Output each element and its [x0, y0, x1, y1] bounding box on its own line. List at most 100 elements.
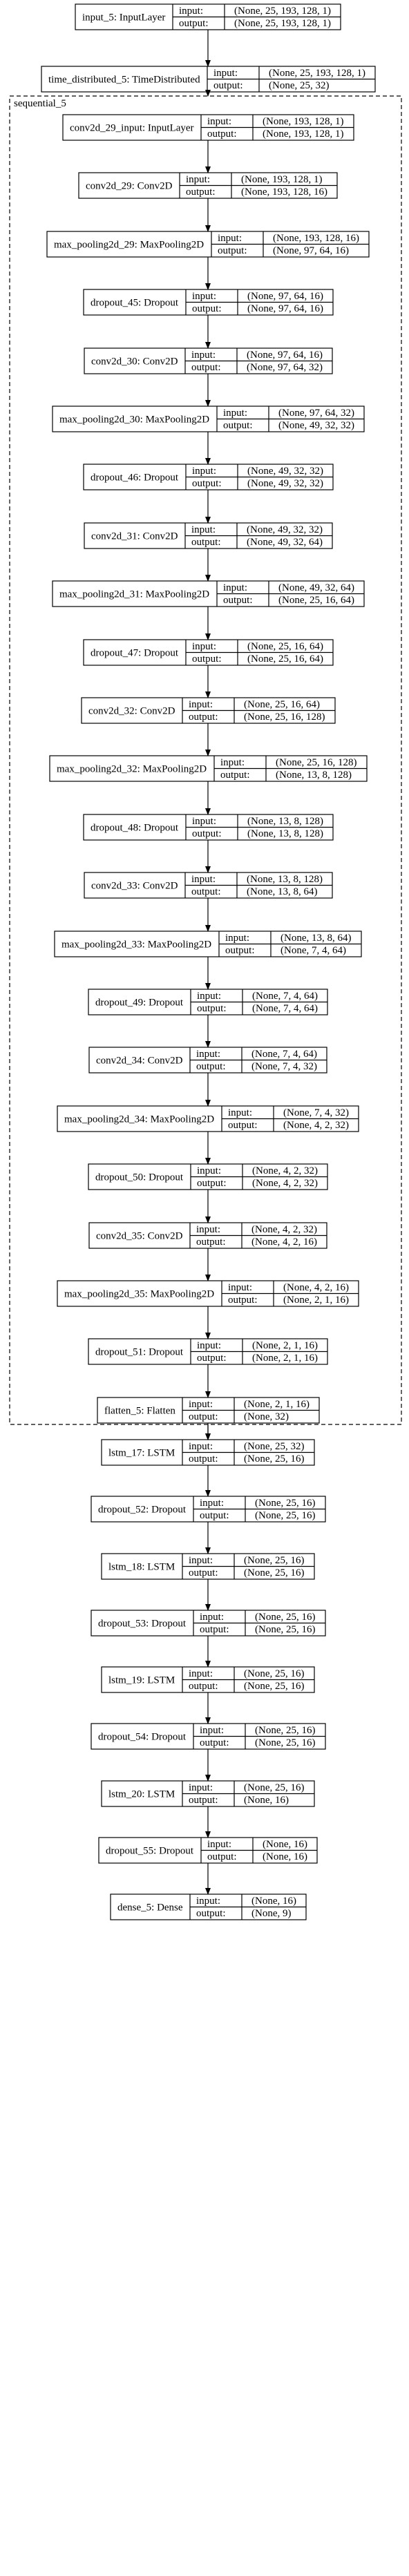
layer-name: flatten_5: Flatten — [104, 1406, 175, 1417]
port-output-label: output: — [189, 1411, 218, 1422]
port-input-label: input: — [213, 68, 238, 79]
port-output-label: output: — [191, 886, 221, 897]
port-output-label: output: — [191, 362, 221, 373]
layer-name: dropout_55: Dropout — [106, 1846, 194, 1857]
layer-name: conv2d_31: Conv2D — [91, 531, 178, 542]
port-output-label: output: — [200, 1624, 229, 1635]
input-shape: (None, 97, 64, 16) — [247, 350, 323, 361]
port-output-label: output: — [186, 187, 216, 198]
layer-node: conv2d_33: Conv2D input:output: (None, 13,… — [84, 872, 333, 899]
input-shape: (None, 49, 32, 32) — [247, 466, 323, 477]
port-output-label: output: — [192, 303, 222, 314]
layer-name: conv2d_34: Conv2D — [96, 1056, 183, 1067]
layer-name: dropout_47: Dropout — [91, 648, 179, 659]
input-shape: (None, 13, 8, 64) — [280, 933, 351, 944]
port-input-label: input: — [196, 1224, 220, 1235]
layer-node: max_pooling2d_32: MaxPooling2Dinput:outp… — [49, 755, 368, 782]
port-input-label: input: — [200, 1612, 224, 1623]
output-shape: (None, 7, 4, 64) — [280, 945, 346, 956]
output-shape: (None, 97, 64, 16) — [273, 245, 349, 256]
layer-node: time_distributed_5: TimeDistributed input… — [41, 66, 376, 93]
input-shape: (None, 4, 2, 32) — [252, 1165, 318, 1176]
port-input-label: input: — [179, 6, 203, 17]
layer-name: conv2d_33: Conv2D — [91, 881, 178, 892]
input-shape: (None, 13, 8, 128) — [247, 874, 323, 885]
port-output-label: output: — [207, 128, 237, 140]
port-input-label: input: — [223, 582, 247, 593]
layer-name: dropout_54: Dropout — [98, 1732, 187, 1743]
layer-name: conv2d_29: Conv2D — [86, 181, 173, 192]
port-output-label: output: — [189, 1795, 218, 1806]
output-shape: (None, 25, 16) — [244, 1567, 304, 1578]
port-input-label: input: — [197, 1165, 221, 1176]
input-shape: (None, 25, 16) — [244, 1782, 304, 1793]
output-shape: (None, 4, 2, 16) — [251, 1237, 317, 1248]
output-shape: (None, 49, 32, 32) — [247, 478, 323, 489]
layer-name: time_distributed_5: TimeDistributed — [48, 75, 200, 86]
output-shape: (None, 25, 16) — [244, 1681, 304, 1692]
port-output-label: output: — [218, 245, 247, 256]
port-input-label: input: — [189, 1555, 213, 1566]
input-shape: (None, 49, 32, 32) — [247, 524, 323, 535]
layer-name: dropout_53: Dropout — [98, 1619, 187, 1630]
port-input-label: input: — [191, 874, 216, 885]
output-shape: (None, 32) — [244, 1411, 289, 1422]
input-shape: (None, 25, 16) — [255, 1612, 315, 1623]
layer-node: conv2d_35: Conv2D input: output: (None, 4, … — [88, 1222, 327, 1249]
port-input-label: input: — [196, 1896, 220, 1907]
output-shape: (None, 13, 8, 128) — [247, 828, 323, 839]
layer-node: conv2d_30: Conv2D input:output: (None, 97,… — [84, 347, 333, 374]
port-input-label: input: — [192, 641, 216, 652]
output-shape: (None, 25, 16) — [255, 1737, 315, 1748]
port-output-label: output: — [225, 945, 255, 956]
output-shape: (None, 13, 8, 128) — [276, 770, 352, 781]
input-shape: (None, 25, 193, 128, 1) — [269, 68, 365, 79]
port-input-label: input: — [200, 1725, 224, 1736]
port-input-label: input: — [218, 233, 242, 244]
layer-node: max_pooling2d_30: MaxPooling2Dinput:outp… — [52, 406, 365, 432]
port-output-label: output: — [228, 1120, 258, 1131]
input-shape: (None, 49, 32, 64) — [278, 582, 354, 593]
port-output-label: output: — [179, 18, 209, 29]
layer-name: conv2d_32: Conv2D — [88, 706, 175, 717]
layer-node: dropout_53: Dropout input:output: (None, 2… — [91, 1610, 326, 1637]
output-shape: (None, 16) — [263, 1851, 307, 1862]
port-input-label: input: — [189, 1668, 213, 1679]
input-shape: (None, 25, 16) — [244, 1668, 304, 1679]
port-output-label: output: — [197, 1178, 227, 1189]
layer-name: lstm_20: LSTM — [108, 1789, 175, 1800]
port-output-label: output: — [192, 478, 222, 489]
port-output-label: output: — [189, 1681, 218, 1692]
input-shape: (None, 25, 16) — [255, 1725, 315, 1736]
port-output-label: output: — [196, 1237, 226, 1248]
input-shape: (None, 193, 128, 16) — [273, 233, 359, 244]
layer-name: dense_5: Dense — [117, 1902, 183, 1914]
port-input-label: input: — [228, 1107, 252, 1118]
output-shape: (None, 2, 1, 16) — [252, 1353, 318, 1364]
layer-name: max_pooling2d_31: MaxPooling2D — [59, 589, 209, 600]
port-input-label: input: — [191, 350, 216, 361]
input-shape: (None, 193, 128, 1) — [263, 116, 343, 127]
layer-name: conv2d_30: Conv2D — [91, 356, 178, 368]
layer-name: input_5: InputLayer — [82, 12, 165, 23]
layer-name: lstm_19: LSTM — [108, 1675, 175, 1686]
output-shape: (None, 97, 64, 32) — [247, 362, 323, 373]
input-shape: (None, 7, 4, 32) — [283, 1107, 349, 1118]
input-shape: (None, 7, 4, 64) — [251, 1049, 317, 1060]
input-shape: (None, 13, 8, 128) — [247, 816, 323, 827]
layer-name: conv2d_35: Conv2D — [96, 1231, 183, 1242]
input-shape: (None, 97, 64, 16) — [247, 291, 323, 302]
layer-node: max_pooling2d_31: MaxPooling2Dinput:outp… — [52, 580, 365, 607]
layer-name: max_pooling2d_32: MaxPooling2D — [57, 764, 207, 775]
